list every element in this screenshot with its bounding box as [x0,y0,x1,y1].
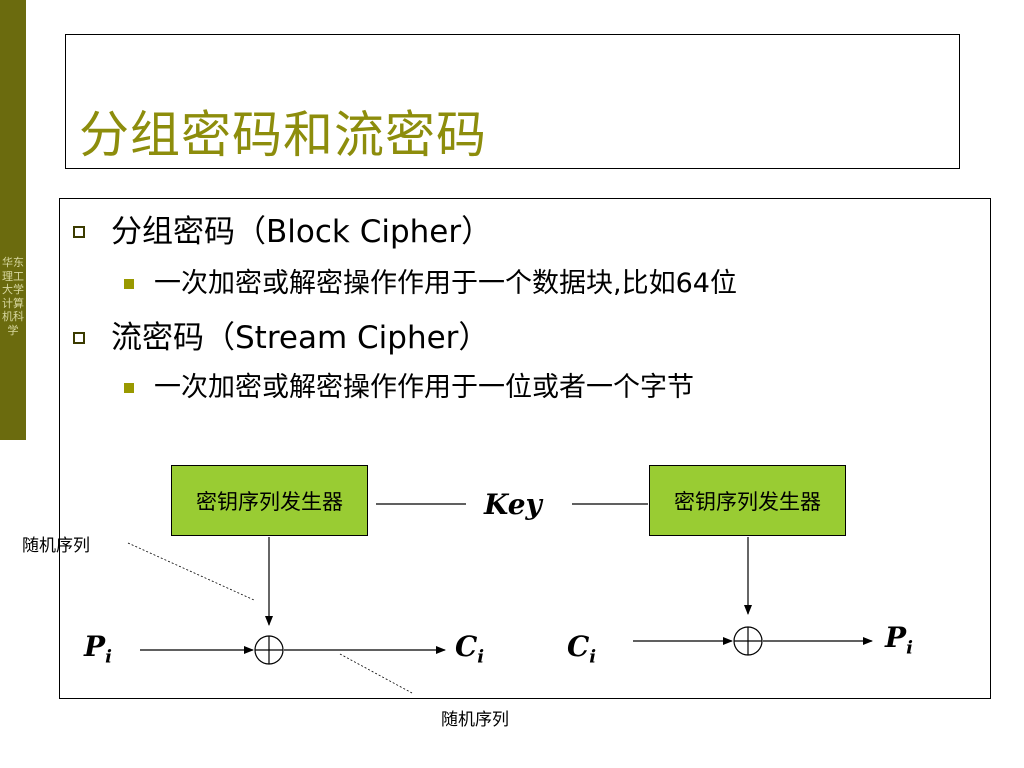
sidebar-bar: 华东理工大学计算机科学 [0,0,26,440]
sub-bullet-text: 一次加密或解密操作作用于一位或者一个字节 [154,372,694,403]
page-title: 分组密码和流密码 [79,106,487,164]
plaintext-in-label: Pi [84,630,112,668]
keystream-generator-left: 密钥序列发生器 [171,465,368,536]
plaintext-out-label: Pi [885,621,913,659]
ciphertext-in-label: Ci [567,630,597,668]
hollow-square-bullet-icon [73,332,85,344]
callout-line-left [127,542,255,601]
keystream-generator-right: 密钥序列发生器 [649,465,846,536]
key-label: Key [484,488,542,521]
filled-square-bullet-icon [124,279,134,289]
title-box: 分组密码和流密码 [65,34,960,169]
bullet-label: 流密码（Stream Cipher） [111,320,490,356]
filled-square-bullet-icon [124,383,134,393]
ciphertext-out-label: Ci [455,630,485,668]
content-box [59,198,991,699]
callout-line-bottom [339,653,413,694]
random-sequence-label-bottom: 随机序列 [441,710,509,730]
hollow-square-bullet-icon [73,226,85,238]
bullet-label: 分组密码（Block Cipher） [111,214,493,250]
sidebar-text: 华东理工大学计算机科学 [2,256,24,337]
random-sequence-label-left: 随机序列 [22,536,90,556]
sub-bullet-text: 一次加密或解密操作作用于一个数据块,比如64位 [154,268,737,299]
